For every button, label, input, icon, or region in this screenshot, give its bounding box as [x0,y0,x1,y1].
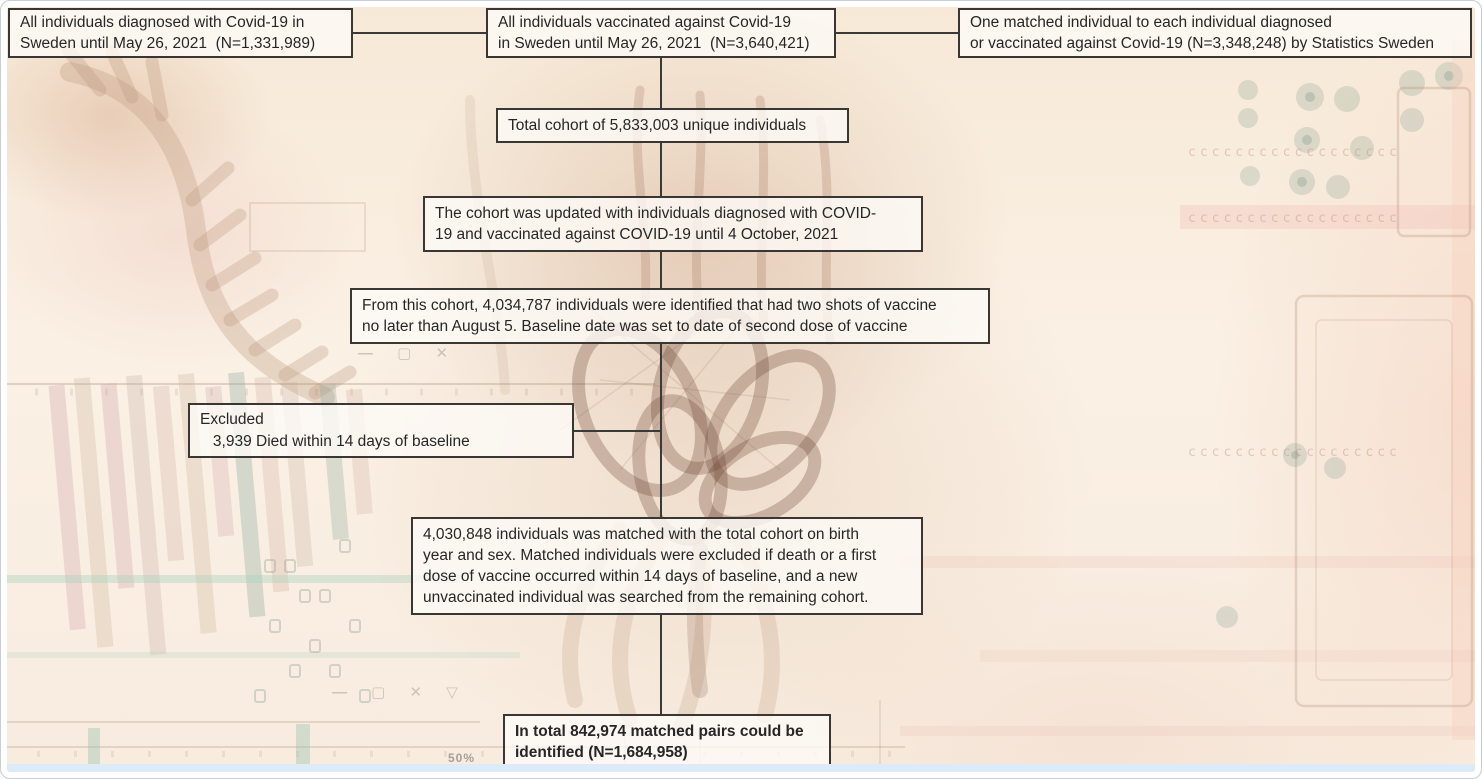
node-vaccinated: All individuals vaccinated against Covid… [486,8,836,58]
well-plate-dot-centers [1291,71,1454,459]
node-matched-pairs-text: In total 842,974 matched pairs could be … [515,722,804,761]
bottom-blue-strip [0,764,1482,774]
sample-wells-art [254,539,371,703]
connector-excluded-to-spine [574,430,660,432]
right-panel-outlines-art [1294,86,1474,708]
tube-strip-rows-art: cccccccccccccccccc cccccccccccccccccc cc… [1188,145,1401,460]
window-controls-glyphs-top: — ▢ ✕ [358,345,459,362]
node-cohort-updated-text: The cohort was updated with individuals … [435,204,877,243]
connector-twodoses-to-matching [660,344,662,517]
connector-vaccinated-to-matchedscb [836,32,958,34]
connector-diagnosed-to-vaccinated [352,32,486,34]
node-two-doses: From this cohort, 4,034,787 individuals … [350,288,990,344]
node-cohort-updated: The cohort was updated with individuals … [423,196,923,252]
connector-updated-to-twodoses [660,252,662,288]
connector-vaccinated-to-total [660,58,662,108]
background-percent-label: 50% [448,751,476,765]
node-matching-text: 4,030,848 individuals was matched with t… [423,525,877,607]
svg-text:cccccccccccccccccc: cccccccccccccccccc [1188,445,1401,460]
node-total-cohort: Total cohort of 5,833,003 unique individ… [496,108,849,143]
node-matched-by-statistics-sweden: One matched individual to each individua… [958,8,1472,58]
gel-highlight-band [0,575,460,583]
node-matching: 4,030,848 individuals was matched with t… [411,517,923,615]
node-diagnosed-text: All individuals diagnosed with Covid-19 … [20,13,316,52]
dna-helix-art [60,43,510,407]
svg-text:cccccccccccccccccc: cccccccccccccccccc [1188,145,1401,160]
node-matched-by-statistics-sweden-text: One matched individual to each individua… [970,13,1434,52]
well-plate-dots-art [1216,62,1463,628]
node-total-cohort-text: Total cohort of 5,833,003 unique individ… [508,116,807,134]
connector-matching-to-pairs [660,615,662,714]
node-two-doses-text: From this cohort, 4,034,787 individuals … [362,296,937,335]
svg-text:cccccccccccccccccc: cccccccccccccccccc [1188,211,1401,226]
node-excluded: Excluded 3,939 Died within 14 days of ba… [188,403,574,458]
window-controls-glyphs-bottom: — ▢ ✕ ▽ [332,684,468,701]
node-vaccinated-text: All individuals vaccinated against Covid… [498,13,810,52]
node-diagnosed: All individuals diagnosed with Covid-19 … [8,8,353,58]
node-excluded-text: Excluded 3,939 Died within 14 days of ba… [200,411,470,450]
gel-bands-art [48,371,373,656]
node-matched-pairs: In total 842,974 matched pairs could be … [503,714,831,770]
connector-total-to-updated [660,143,662,196]
